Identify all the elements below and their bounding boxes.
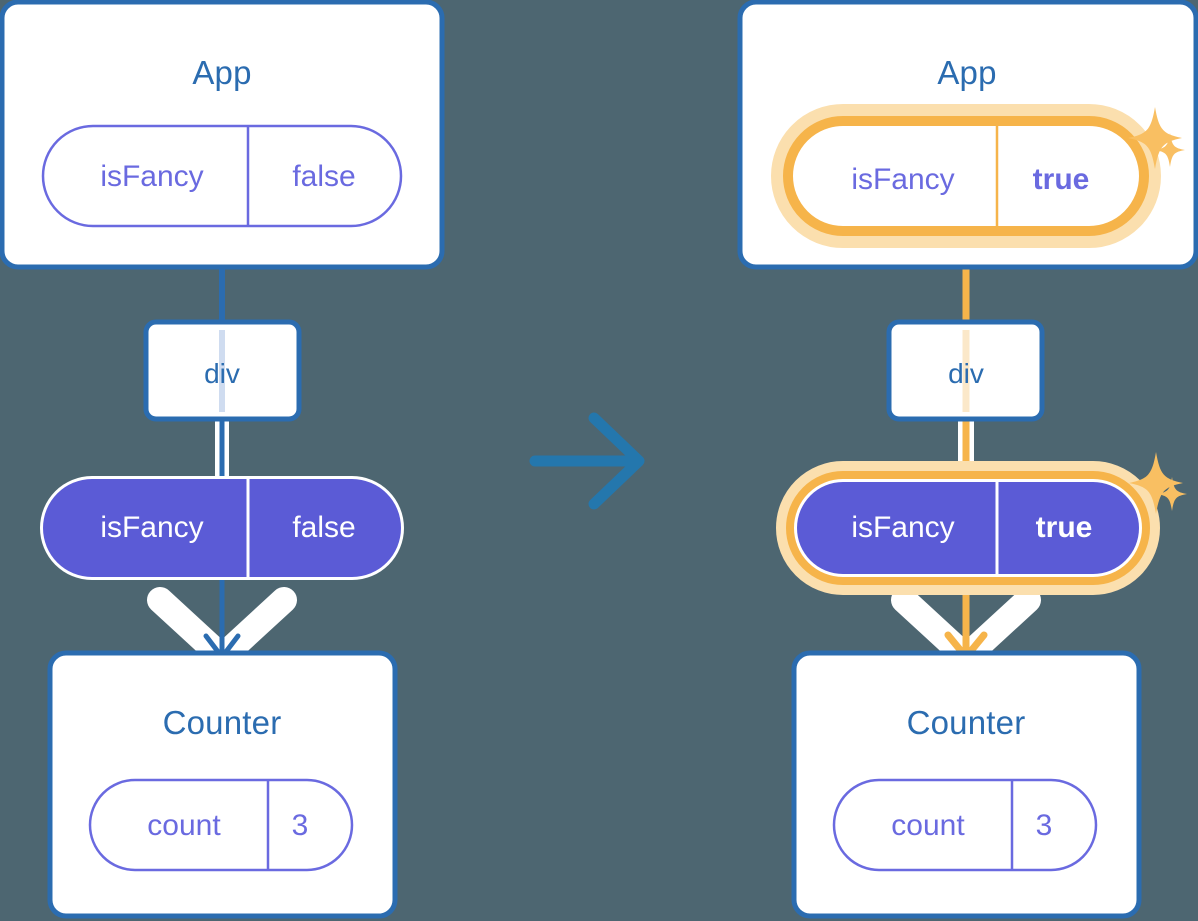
transition-arrow: [529, 412, 645, 510]
counter-state-pill-before: [88, 778, 354, 872]
app-state-pill-before: [41, 124, 403, 228]
panel-before: [0, 0, 445, 919]
sparkle-props-large: [1129, 452, 1183, 514]
app-state-pill-ring-after: [783, 116, 1149, 236]
props-pill-before: [43, 479, 401, 577]
sparkle-props-small: [1157, 477, 1187, 511]
props-pill-glow-after: [776, 461, 1160, 595]
panel-after: [737, 0, 1198, 919]
counter-state-pill-after: [832, 778, 1098, 872]
props-pill-after: [797, 482, 1139, 574]
sparkle-app-small: [1155, 133, 1185, 167]
sparkle-app-large: [1128, 107, 1182, 169]
app-state-pill-glow-after: [771, 104, 1161, 248]
arrow-right-icon: [529, 412, 645, 510]
